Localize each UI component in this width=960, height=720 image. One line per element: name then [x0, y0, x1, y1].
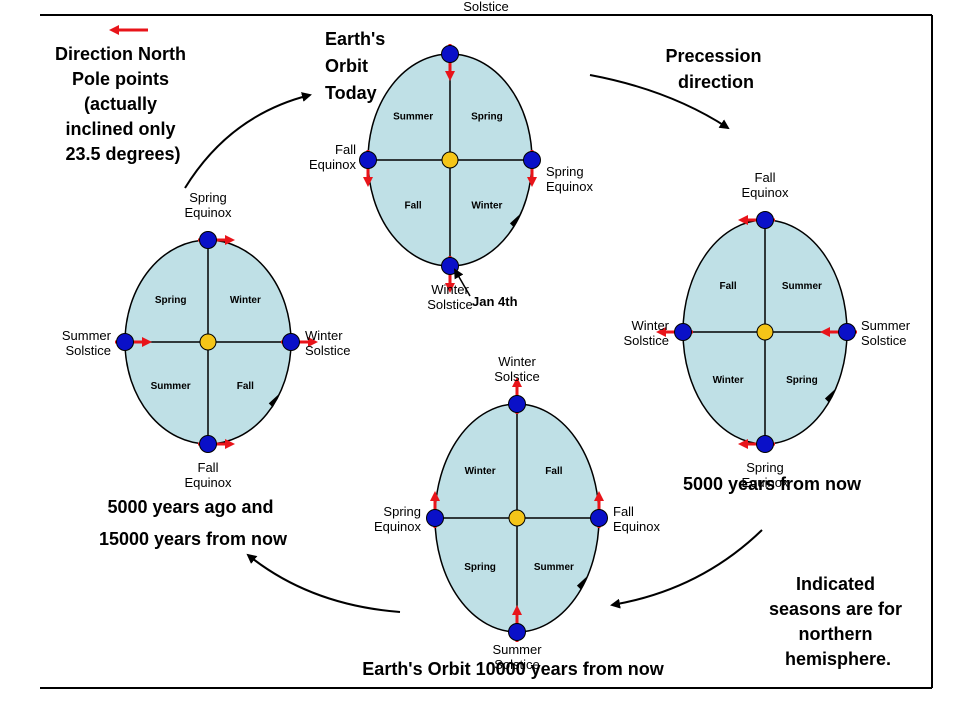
legend-text: Direction North Pole points (actually in… — [55, 44, 191, 164]
earth-position-bottom — [756, 435, 774, 453]
season-label-bottom-right: Winter — [471, 201, 502, 212]
earth-position-right — [282, 333, 300, 351]
hemisphere-note: Indicated seasons are for northern hemis… — [769, 574, 907, 669]
perihelion-label: Jan 4th — [472, 294, 518, 309]
caption-10000-future: Earth's Orbit 10000 years from now — [362, 659, 664, 679]
season-label-top-left: Winter — [465, 466, 496, 477]
earth-position-left — [426, 509, 444, 527]
earth-position-right — [523, 151, 541, 169]
sun-icon — [199, 333, 217, 351]
earth-position-top — [508, 395, 526, 413]
season-label-bottom-right: Summer — [534, 562, 574, 573]
caption-5000-past: 5000 years ago and 15000 years from now — [99, 497, 288, 549]
season-label-bottom-left: Spring — [464, 562, 496, 573]
sun-icon — [508, 509, 526, 527]
earth-position-left — [674, 323, 692, 341]
sun-icon — [756, 323, 774, 341]
earth-position-bottom — [508, 623, 526, 641]
precession-direction-label: Precession direction — [665, 46, 766, 92]
orbits-layer: SummerSpringFallWinterSummerSolsticeWint… — [62, 0, 911, 672]
orbit-direction-arrowhead — [509, 212, 522, 228]
earth-position-top — [756, 211, 774, 229]
orbit-direction-arrowhead — [576, 574, 589, 590]
today-title: Earth's Orbit Today — [325, 29, 390, 103]
cycle-arrow-to-5000-future — [589, 74, 730, 130]
season-label-bottom-left: Winter — [713, 375, 744, 386]
season-label-top-right: Fall — [545, 466, 562, 477]
earth-position-top — [441, 45, 459, 63]
season-label-top-right: Summer — [782, 281, 822, 292]
earth-position-right — [838, 323, 856, 341]
season-label-bottom-left: Fall — [404, 201, 421, 212]
season-label-bottom-right: Spring — [786, 375, 818, 386]
cycle-arrow-to-today — [184, 92, 312, 189]
season-label-top-left: Spring — [155, 295, 187, 306]
season-label-bottom-left: Summer — [151, 381, 191, 392]
season-label-top-left: Fall — [719, 281, 736, 292]
earth-position-right — [590, 509, 608, 527]
season-label-top-right: Winter — [230, 295, 261, 306]
earth-position-bottom — [199, 435, 217, 453]
sun-icon — [441, 151, 459, 169]
earth-position-left — [116, 333, 134, 351]
orbit-direction-arrowhead — [268, 392, 281, 408]
caption-5000-future: 5000 years from now — [683, 474, 862, 494]
season-label-top-right: Spring — [471, 111, 503, 122]
season-label-top-left: Summer — [393, 111, 433, 122]
perihelion-pointer — [454, 268, 471, 297]
cycle-arrow-to-5000-past — [246, 553, 401, 613]
orbit-direction-arrowhead — [824, 387, 837, 403]
earth-position-top — [199, 231, 217, 249]
cycle-arrow-to-10000-future — [610, 529, 763, 609]
season-label-bottom-right: Fall — [237, 381, 254, 392]
earth-position-left — [359, 151, 377, 169]
